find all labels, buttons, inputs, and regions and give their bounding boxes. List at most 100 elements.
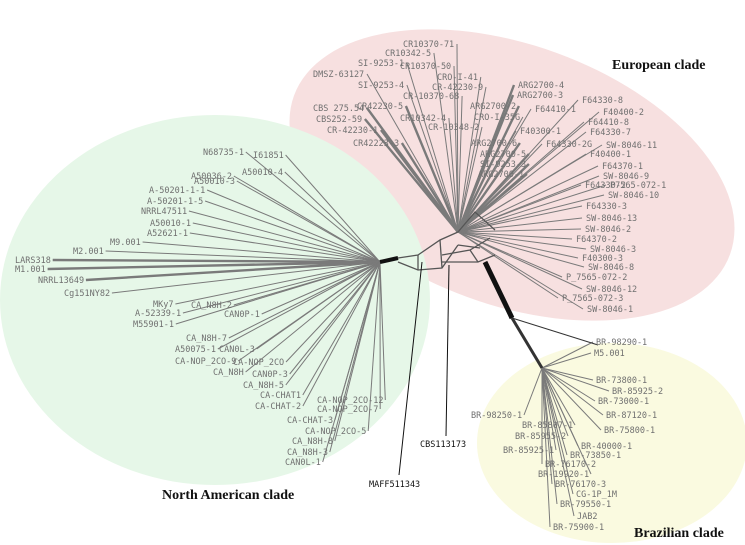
leaf-br-85807-1: BR-85807-1 bbox=[522, 421, 573, 431]
brazilian-clade-title: Brazilian clade bbox=[634, 526, 724, 541]
leaf-f40400-2: F40400-2 bbox=[603, 108, 644, 118]
branch-br-85955-2 bbox=[541, 367, 569, 437]
branch-m2-001 bbox=[105, 250, 381, 263]
leaf-ca-n8h-2: CA_N8H-2 bbox=[191, 301, 232, 311]
leaf-ca-nop-2co-7: CA-NOP_2CO-7 bbox=[317, 405, 378, 415]
leaf-sw-8046-12: SW-8046-12 bbox=[586, 285, 637, 295]
leaf-maff511343: MAFF511343 bbox=[369, 480, 420, 490]
branch-m1-001 bbox=[47, 260, 381, 271]
leaf-cr-10348-2: CR-10348-2 bbox=[428, 123, 479, 133]
network-core-edge bbox=[397, 231, 459, 259]
branch-cr10370-71 bbox=[456, 43, 459, 233]
leaf-arg2700-4: ARG2700-4 bbox=[518, 81, 564, 91]
network-core-edge bbox=[457, 244, 481, 249]
branch-br-73000-1 bbox=[541, 367, 596, 402]
leaf-a50010-3: A50010-3 bbox=[194, 177, 235, 187]
leaf-br-73800-1: BR-73800-1 bbox=[596, 376, 647, 386]
leaf-br-98290-1: BR-98290-1 bbox=[596, 338, 647, 348]
branch-ca-n8h-3 bbox=[329, 261, 381, 453]
branch-ca-n8h-7 bbox=[228, 261, 381, 339]
leaf-br-87120-1: BR-87120-1 bbox=[606, 411, 657, 421]
branch-f40300-1 bbox=[457, 130, 517, 233]
branch-p-7565-072-3 bbox=[457, 231, 559, 299]
branch-lars318 bbox=[52, 258, 381, 264]
branch-f64370-2 bbox=[457, 231, 573, 240]
branch-a-50201-1-1 bbox=[206, 189, 381, 263]
branch-br-98290-1 bbox=[511, 317, 599, 346]
leaf-sw-8046-3: SW-8046-3 bbox=[590, 245, 636, 255]
leaf-ca-chat1: CA-CHAT1 bbox=[260, 391, 301, 401]
leaf-n68735-1: N68735-1 bbox=[203, 148, 244, 158]
leaf-ca-nop-2co: CA-NOP_2CO bbox=[233, 358, 284, 368]
leaf-br-73850-1: BR-73850-1 bbox=[570, 451, 621, 461]
branch-p7565-072-1 bbox=[457, 184, 607, 233]
leaf-lars318: LARS318 bbox=[15, 256, 51, 266]
leaf-arg2700-5: ARG2700-5 bbox=[480, 150, 526, 160]
branch-ca-chat1 bbox=[302, 261, 381, 396]
branch-cro-i-41 bbox=[457, 76, 482, 233]
branch-n68735-1 bbox=[245, 151, 381, 263]
branch-f64370-1 bbox=[457, 165, 599, 233]
branch-arg2700-2 bbox=[456, 105, 520, 233]
branch-a50075-1 bbox=[217, 261, 381, 350]
leaf-a50010-4: A50010-4 bbox=[242, 168, 283, 178]
leaf-f40300-3: F40300-3 bbox=[582, 254, 623, 264]
leaf-cbs-275-54: CBS 275.54 bbox=[313, 104, 364, 114]
leaf-cr-10370-68: CR-10370-68 bbox=[403, 92, 459, 102]
leaf-br-79550-1: BR-79550-1 bbox=[560, 500, 611, 510]
branch-ca-nop-2co-9 bbox=[237, 261, 381, 362]
branch-cr-10348-2 bbox=[457, 126, 483, 233]
leaf-m1-001: M1.001 bbox=[15, 265, 46, 275]
branch-br-75800-1 bbox=[541, 367, 602, 431]
branch-ca-nop-2co-12 bbox=[379, 261, 386, 401]
leaf-cg151ny82: Cg151NY82 bbox=[64, 289, 110, 299]
european-clade-title: European clade bbox=[612, 58, 705, 73]
leaf-ca-n8h-8: CA_N8H-8 bbox=[292, 437, 333, 447]
leaf-cro-i-35g: CRO-I-35G bbox=[474, 113, 520, 123]
branch-arg2700-1 bbox=[457, 173, 528, 233]
branch-m5-001 bbox=[541, 352, 592, 369]
branch-cr10342-5 bbox=[433, 52, 459, 233]
connector-north-american bbox=[379, 256, 399, 264]
branch-sw-8046-12 bbox=[457, 231, 583, 290]
network-core-edge bbox=[469, 249, 479, 263]
leaf-br-40000-1: BR-40000-1 bbox=[581, 442, 632, 452]
branch-nrrl47511 bbox=[188, 210, 381, 263]
branch-a50010-1 bbox=[192, 222, 381, 263]
branch-sw-8046-3 bbox=[457, 231, 587, 250]
leaf-br-75800-1: BR-75800-1 bbox=[604, 426, 655, 436]
leaf-ca-n8h: CA_N8H bbox=[213, 368, 244, 378]
leaf-sw-8046-13: SW-8046-13 bbox=[586, 214, 637, 224]
leaf-f64330-8: F64330-8 bbox=[582, 96, 623, 106]
branch-br-85925-2 bbox=[541, 367, 610, 392]
leaf-p-7565-072-2: P_7565-072-2 bbox=[566, 273, 627, 283]
leaf-can0p-1: CAN0P-1 bbox=[224, 310, 260, 320]
leaf-p7565-072-1: P7565-072-1 bbox=[610, 181, 666, 191]
leaf-arg2700-2: ARG2700-2 bbox=[470, 102, 516, 112]
leaf-ca-chat-2: CA-CHAT-2 bbox=[255, 402, 301, 412]
leaf-a50036-2: A50036-2 bbox=[191, 172, 232, 182]
network-core-edge bbox=[439, 239, 443, 269]
leaf-si-9253-3: SI-9253-3 bbox=[480, 160, 526, 170]
leaf-can0l-3: CAN0L-3 bbox=[219, 345, 255, 355]
leaf-f64330-7: F64330-7 bbox=[590, 128, 631, 138]
network-core-edge bbox=[457, 211, 496, 233]
leaf-ca-chat-3: CA-CHAT-3 bbox=[287, 416, 333, 426]
network-core bbox=[379, 211, 599, 476]
leaf-f40300-1: F40300-1 bbox=[520, 127, 561, 137]
branch-can0l-1 bbox=[322, 261, 381, 463]
branch-can0p-3 bbox=[289, 261, 381, 375]
branch-si-9253-4 bbox=[406, 84, 459, 233]
branch-br-85807-1 bbox=[541, 367, 576, 426]
branch-sw-8046-8 bbox=[457, 231, 585, 268]
branch-cr-42230-1 bbox=[380, 129, 459, 233]
leaf-dmsz-63127: DMSZ-63127 bbox=[313, 70, 364, 80]
leaf-cro-i-41: CRO-I-41 bbox=[437, 73, 478, 83]
leaf-cr42230-5: CR42230-5 bbox=[357, 102, 403, 112]
branch-br-87120-1 bbox=[541, 367, 604, 416]
leaf-jab2: JAB2 bbox=[577, 512, 597, 522]
leaf-sw-8046-10: SW-8046-10 bbox=[608, 191, 659, 201]
leaf-a50010-1: A50010-1 bbox=[150, 219, 191, 229]
leaf-sw-8046-9: SW-8046-9 bbox=[603, 172, 649, 182]
